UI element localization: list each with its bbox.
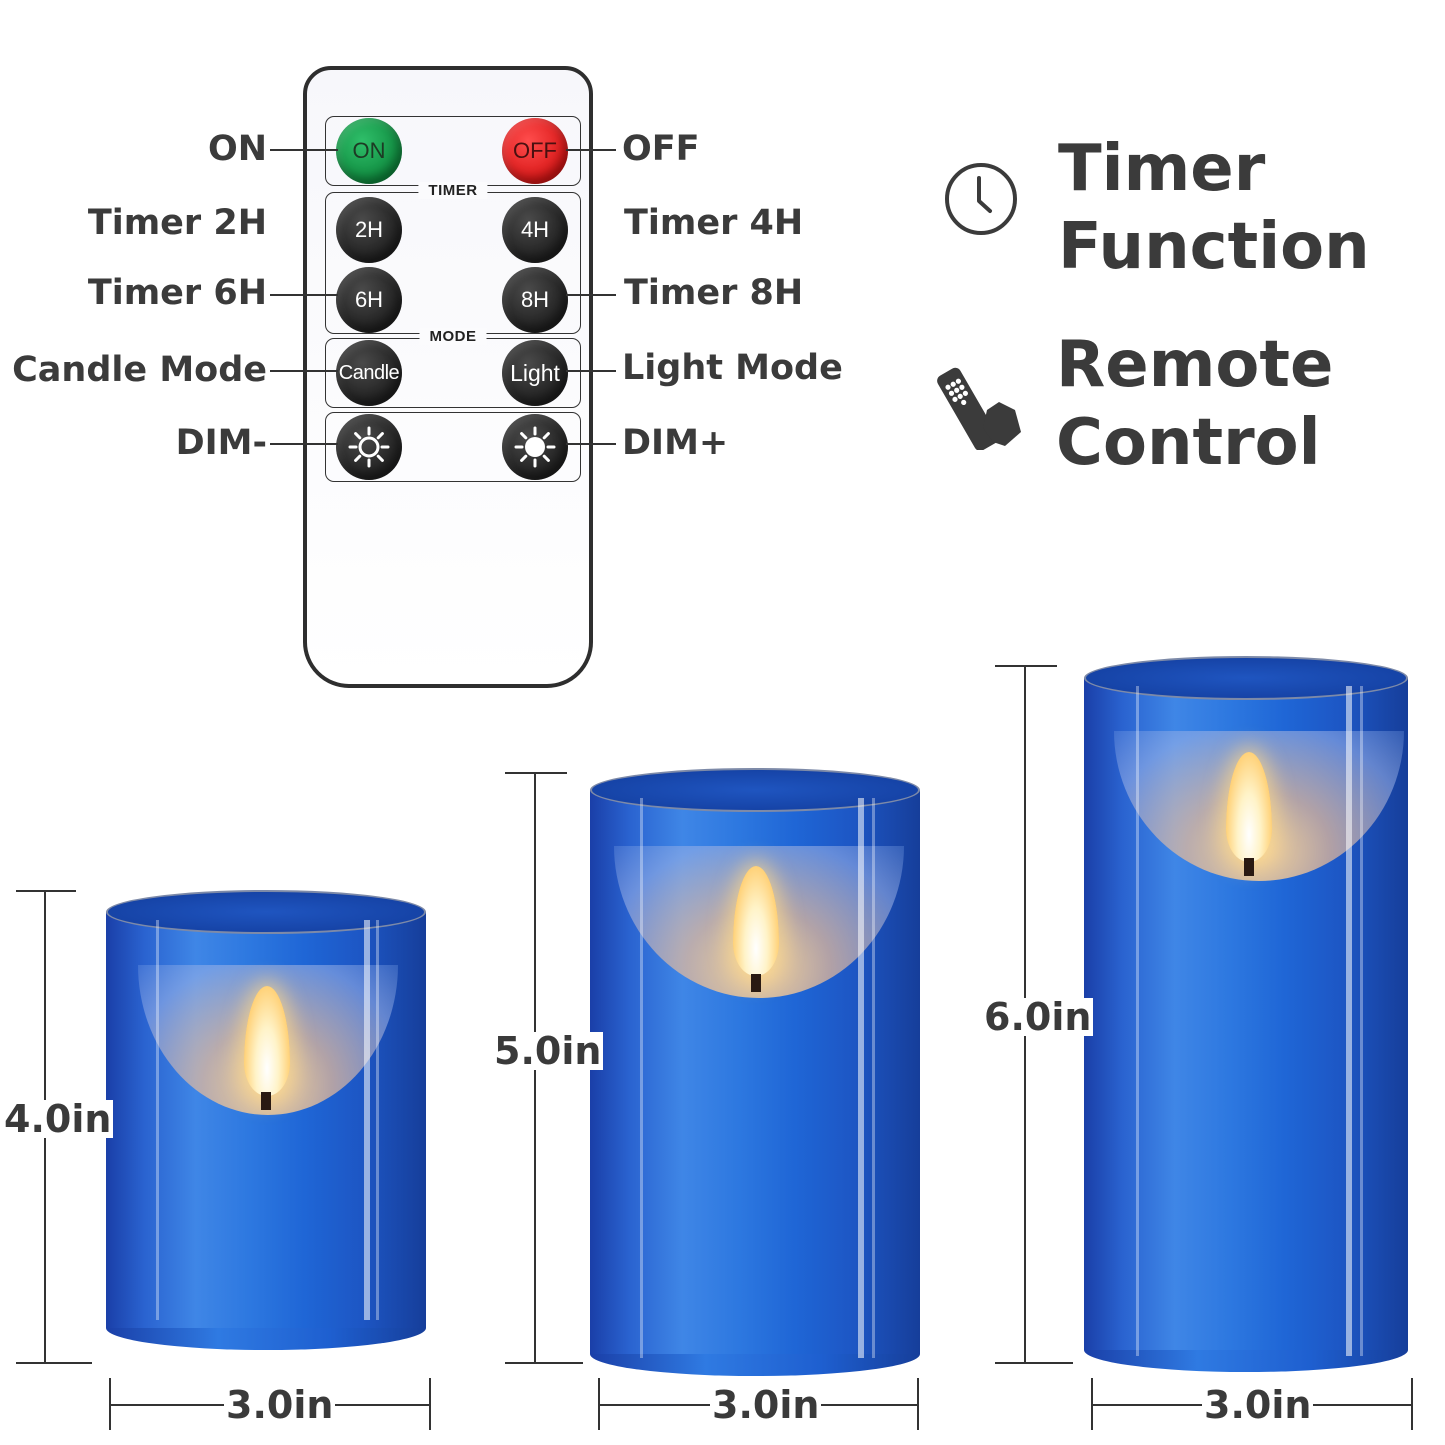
sun-filled-icon bbox=[514, 426, 556, 468]
mode-panel: MODE Candle Light bbox=[325, 328, 581, 408]
leader-line bbox=[566, 443, 616, 445]
leader-line bbox=[270, 443, 338, 445]
timer-2h-button[interactable]: 2H bbox=[336, 197, 402, 263]
dim-panel bbox=[325, 412, 581, 482]
candle-medium bbox=[590, 768, 920, 1376]
timer-panel-label: TIMER bbox=[418, 182, 488, 199]
feature-timer: Timer Function bbox=[1058, 132, 1370, 284]
height-label-large: 6.0in bbox=[982, 995, 1094, 1039]
callout-timer-2h: Timer 2H bbox=[87, 203, 267, 243]
height-label-small: 4.0in bbox=[2, 1097, 114, 1141]
feature-remote: Remote Control bbox=[1056, 328, 1334, 480]
dim-minus-button[interactable] bbox=[336, 414, 402, 480]
remote-control: ON OFF TIMER 2H 4H 6H 8H MODE Candle Lig… bbox=[303, 66, 593, 688]
callout-off: OFF bbox=[622, 129, 700, 169]
callout-dim-minus: DIM- bbox=[175, 423, 267, 463]
off-button[interactable]: OFF bbox=[502, 118, 568, 184]
callout-timer-8h: Timer 8H bbox=[624, 273, 804, 313]
timer-panel: TIMER 2H 4H 6H 8H bbox=[325, 182, 581, 334]
sun-outline-icon bbox=[348, 426, 390, 468]
candle-small bbox=[106, 890, 426, 1350]
width-label-large: 3.0in bbox=[1202, 1383, 1314, 1427]
candle-mode-button[interactable]: Candle bbox=[336, 340, 402, 406]
leader-line bbox=[566, 370, 616, 372]
dim-plus-button[interactable] bbox=[502, 414, 568, 480]
callout-on: ON bbox=[207, 129, 267, 169]
hand-remote-icon bbox=[937, 367, 1021, 450]
clock-icon bbox=[945, 163, 1017, 235]
callout-candle-mode: Candle Mode bbox=[12, 350, 267, 390]
width-label-medium: 3.0in bbox=[710, 1383, 822, 1427]
callout-light-mode: Light Mode bbox=[622, 348, 843, 388]
timer-8h-button[interactable]: 8H bbox=[502, 267, 568, 333]
timer-4h-button[interactable]: 4H bbox=[502, 197, 568, 263]
mode-panel-label: MODE bbox=[419, 328, 487, 345]
leader-line bbox=[566, 149, 616, 151]
leader-line bbox=[270, 149, 338, 151]
on-button[interactable]: ON bbox=[336, 118, 402, 184]
callout-dim-plus: DIM+ bbox=[622, 423, 729, 463]
leader-line bbox=[566, 294, 616, 296]
light-mode-button[interactable]: Light bbox=[502, 340, 568, 406]
leader-line bbox=[270, 294, 338, 296]
width-label-small: 3.0in bbox=[224, 1383, 336, 1427]
power-panel: ON OFF bbox=[325, 116, 581, 186]
leader-line bbox=[270, 370, 338, 372]
timer-6h-button[interactable]: 6H bbox=[336, 267, 402, 333]
callout-timer-6h: Timer 6H bbox=[87, 273, 267, 313]
candle-large bbox=[1084, 656, 1408, 1372]
callout-timer-4h: Timer 4H bbox=[624, 203, 804, 243]
height-label-medium: 5.0in bbox=[492, 1029, 604, 1073]
